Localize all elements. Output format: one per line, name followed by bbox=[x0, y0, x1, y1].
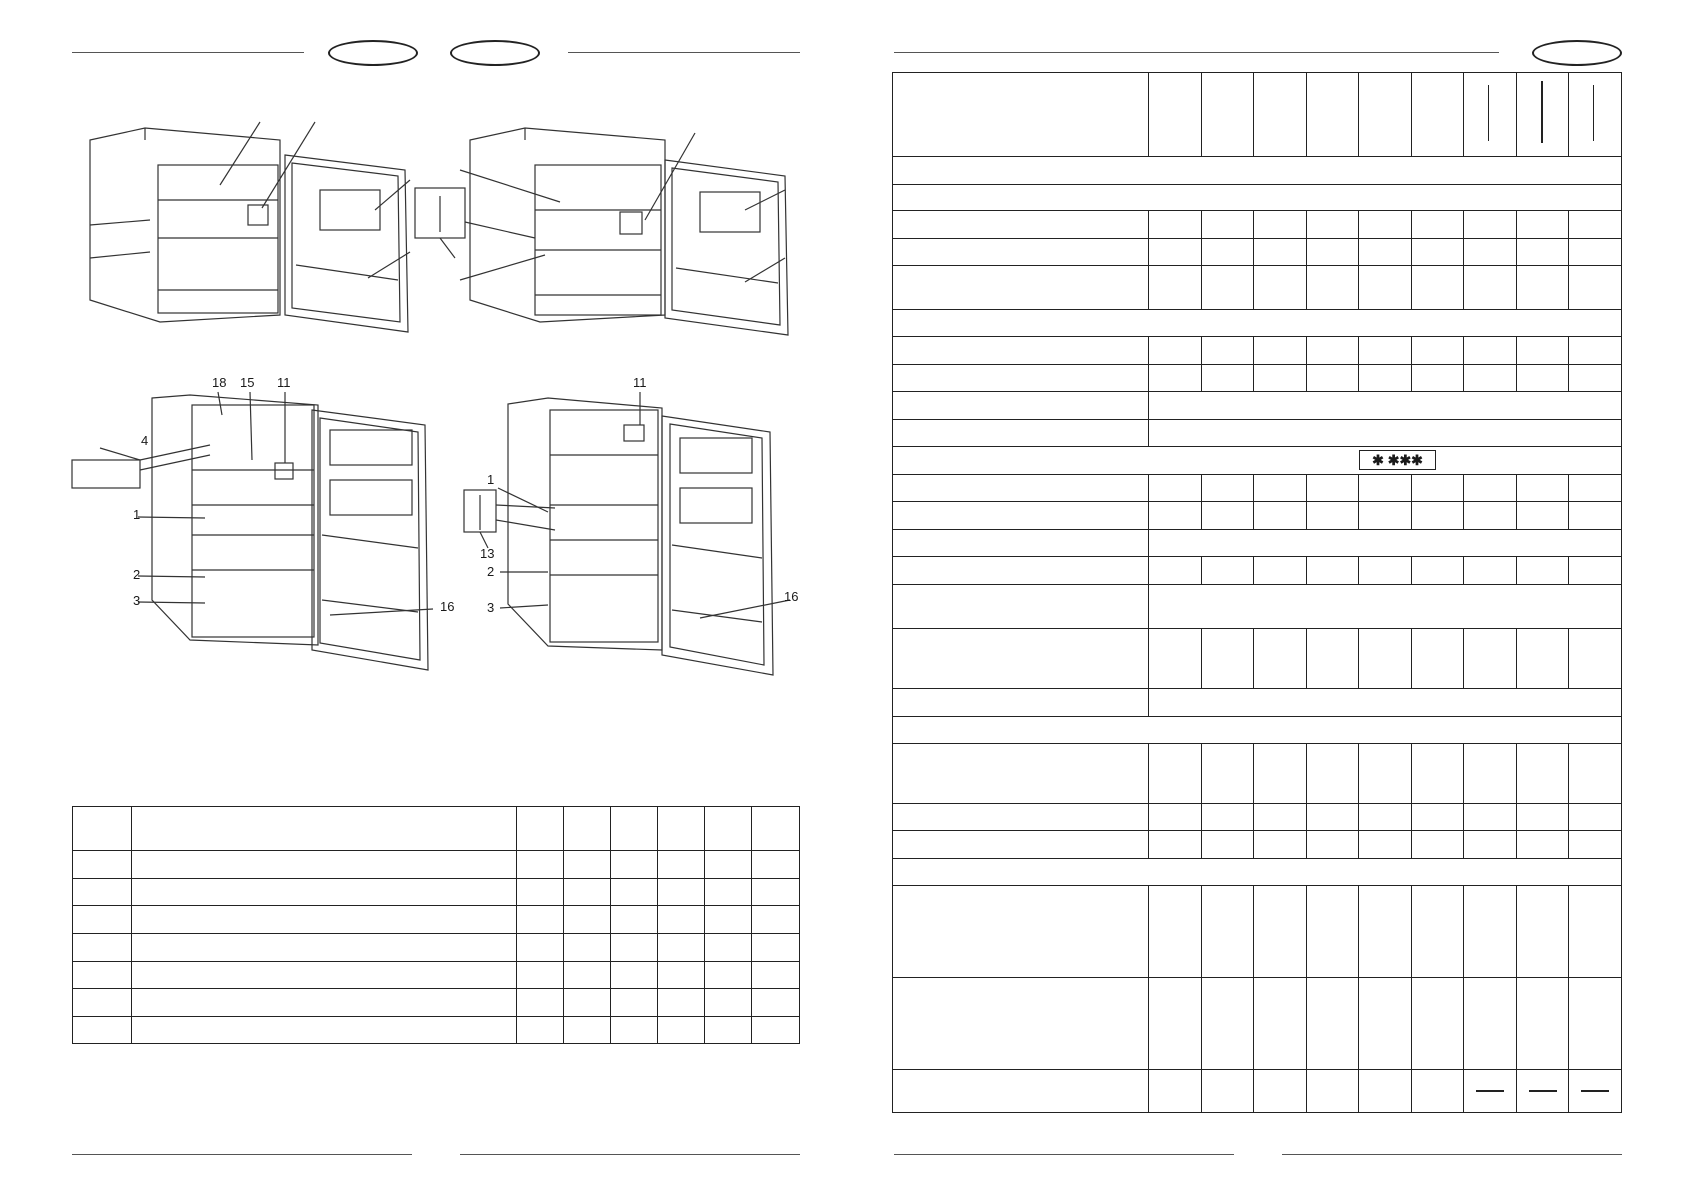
table-row bbox=[891, 210, 1622, 239]
fig-a-label-2: 2 bbox=[133, 567, 141, 582]
footer-rule-2 bbox=[460, 1154, 800, 1155]
fig-a-label-18: 18 bbox=[212, 375, 227, 390]
vertical-mark bbox=[1593, 85, 1595, 141]
vertical-mark bbox=[1540, 81, 1543, 143]
appliance-illustrations bbox=[71, 121, 791, 676]
table-row bbox=[72, 988, 801, 1017]
dash-mark bbox=[1528, 1090, 1557, 1092]
fig-b-label-11: 11 bbox=[633, 375, 647, 390]
fig-b-label-16: 16 bbox=[784, 589, 799, 604]
table-row bbox=[72, 850, 801, 879]
table-row bbox=[891, 238, 1622, 266]
parts-table-header-row bbox=[72, 806, 801, 851]
fig-a-label-1: 1 bbox=[133, 507, 141, 522]
spec-section-row bbox=[892, 309, 1622, 337]
freezer-star-icon: ✱ ✱✱✱ bbox=[1372, 452, 1423, 468]
table-row bbox=[72, 878, 801, 906]
footer-rule-4 bbox=[1282, 1154, 1622, 1155]
star-rating-row: ✱ ✱✱✱ bbox=[892, 446, 1622, 475]
table-row bbox=[72, 961, 801, 989]
table-row bbox=[891, 885, 1622, 978]
spec-section-row bbox=[892, 716, 1622, 744]
footer-rule-3 bbox=[894, 1154, 1234, 1155]
table-row bbox=[891, 419, 1622, 447]
fridge-illustration-b bbox=[414, 127, 789, 336]
fridge-illustration-a bbox=[89, 121, 411, 333]
table-row bbox=[891, 743, 1622, 804]
table-row bbox=[891, 688, 1622, 717]
table-row bbox=[891, 584, 1622, 629]
spec-section-row bbox=[892, 184, 1622, 211]
table-row bbox=[891, 391, 1622, 420]
fig-b-label-3: 3 bbox=[487, 600, 495, 615]
language-badge-1 bbox=[328, 40, 418, 66]
fig-a-label-11: 11 bbox=[277, 375, 291, 390]
language-badge-2 bbox=[450, 40, 540, 66]
spec-section-row bbox=[892, 156, 1622, 185]
table-row bbox=[891, 830, 1622, 859]
parts-table bbox=[72, 806, 801, 1044]
table-row bbox=[891, 803, 1622, 831]
table-row bbox=[891, 628, 1622, 689]
table-row bbox=[891, 501, 1622, 530]
footer-rule-1 bbox=[72, 1154, 412, 1155]
fridge-illustration-d bbox=[463, 392, 791, 676]
dash-mark bbox=[1476, 1090, 1505, 1092]
language-badge-3 bbox=[1532, 40, 1622, 66]
table-row bbox=[891, 336, 1622, 365]
fig-a-label-16: 16 bbox=[440, 599, 455, 614]
fig-b-label-13: 13 bbox=[480, 546, 495, 561]
spec-header-row bbox=[891, 72, 1622, 157]
table-row bbox=[72, 905, 801, 934]
table-row bbox=[891, 265, 1622, 310]
fig-b-label-2: 2 bbox=[487, 564, 495, 579]
header-rule-left-1 bbox=[72, 52, 304, 53]
fig-b-label-1: 1 bbox=[487, 472, 495, 487]
table-row bbox=[891, 474, 1622, 502]
header-rule-right bbox=[894, 52, 1499, 53]
specifications-table: ✱ ✱✱✱ bbox=[891, 72, 1622, 1113]
table-row bbox=[891, 977, 1622, 1070]
header-rule-left-2 bbox=[568, 52, 800, 53]
table-row bbox=[72, 1016, 801, 1044]
fridge-illustration-c bbox=[71, 391, 434, 671]
table-row bbox=[891, 1069, 1622, 1113]
spec-section-row bbox=[892, 858, 1622, 886]
dash-mark bbox=[1581, 1090, 1610, 1092]
table-row bbox=[72, 933, 801, 962]
fig-a-label-15: 15 bbox=[240, 375, 255, 390]
fig-a-label-3: 3 bbox=[133, 593, 141, 608]
table-row bbox=[891, 529, 1622, 557]
vertical-mark bbox=[1488, 85, 1490, 141]
star-rating-badge: ✱ ✱✱✱ bbox=[1359, 450, 1436, 470]
table-row bbox=[891, 364, 1622, 392]
table-row bbox=[891, 556, 1622, 585]
fig-a-label-4: 4 bbox=[141, 433, 149, 448]
